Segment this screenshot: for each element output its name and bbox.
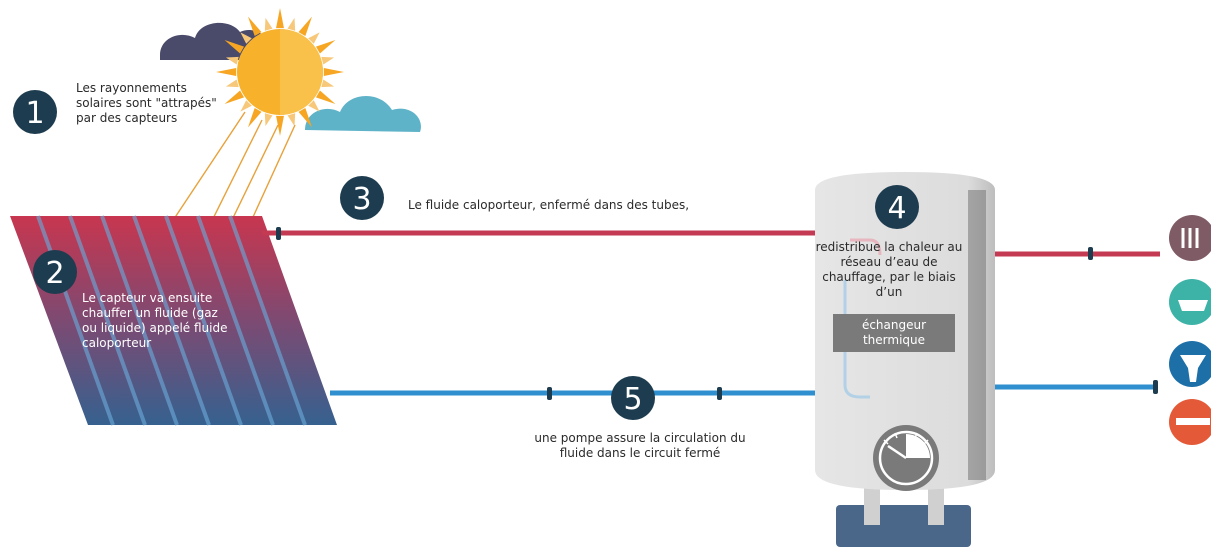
svg-text:5: 5 — [623, 382, 642, 417]
sun-ray — [240, 32, 252, 44]
sun-ray — [240, 100, 252, 112]
step-3-badge: 3 — [340, 176, 384, 220]
sun-ray — [315, 40, 336, 54]
floor-heating-icon — [1169, 399, 1211, 445]
sun-ray — [225, 79, 239, 88]
step-2-text: Le capteur va ensuite chauffer un fluide… — [82, 291, 228, 350]
sun-ray — [276, 8, 284, 29]
sun-ray — [308, 100, 320, 112]
sun-ray — [308, 32, 320, 44]
step-5-text: une pompe assure la circulation du fluid… — [534, 431, 746, 460]
sun-ray — [321, 79, 335, 88]
sun-ray — [321, 56, 335, 65]
sun-ray — [276, 115, 284, 136]
sun-ray — [287, 113, 296, 127]
step-3-text: Le fluide caloporteur, enfermé dans des … — [408, 198, 690, 212]
radiator-icon — [1169, 215, 1211, 261]
step-4-badge: 4 — [875, 185, 919, 229]
cloud-light-icon — [305, 95, 421, 132]
cold-pipe — [330, 345, 1158, 400]
svg-text:1: 1 — [25, 96, 44, 131]
sun-ray — [248, 16, 262, 37]
step-4-text: redistribue la chaleur au réseau d’eau d… — [815, 240, 963, 299]
sun-ray — [224, 40, 245, 54]
step-5-badge: 5 — [611, 376, 655, 420]
sun-ray — [264, 17, 273, 31]
step-2-badge: 2 — [33, 250, 77, 294]
sun-ray — [298, 16, 312, 37]
step-1-badge: 1 — [13, 90, 57, 134]
bathtub-icon — [1169, 279, 1211, 325]
thermometer-gauge-icon — [873, 425, 939, 491]
sun-ray — [323, 68, 344, 76]
sun-ray — [264, 113, 273, 127]
solar-collector-panel — [10, 215, 337, 426]
sun-ray — [298, 107, 312, 128]
svg-text:4: 4 — [887, 191, 906, 226]
heat-exchanger-label: échangeur thermique — [833, 314, 955, 352]
sun-ray — [216, 68, 237, 76]
hot-pipe — [262, 227, 1160, 345]
step-1-text: Les rayonnements solaires sont "attrapés… — [76, 81, 217, 125]
sun-ray — [287, 17, 296, 31]
sun-ray — [248, 107, 262, 128]
svg-text:3: 3 — [352, 182, 371, 217]
sun-ray — [225, 56, 239, 65]
svg-text:2: 2 — [45, 256, 64, 291]
sun-icon — [216, 8, 344, 136]
sun-ray — [315, 90, 336, 104]
sun-ray — [224, 90, 245, 104]
sink-icon — [1169, 341, 1211, 387]
